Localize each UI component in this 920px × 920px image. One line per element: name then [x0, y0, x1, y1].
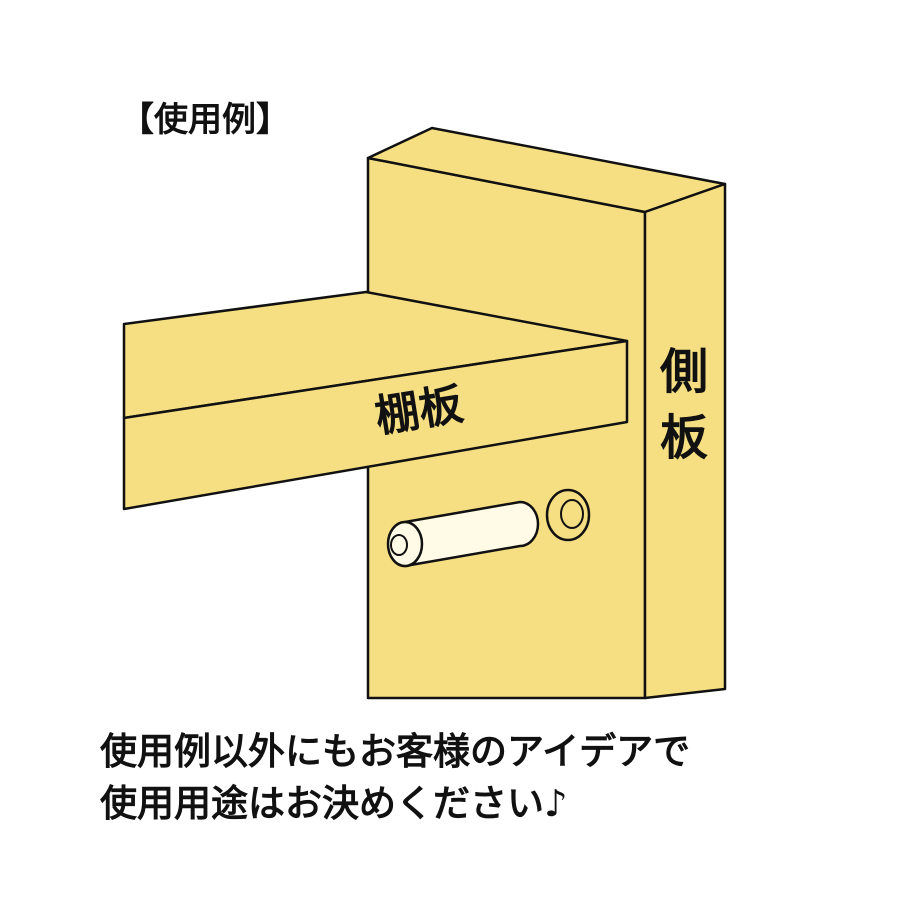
caption-line-1: 使用例以外にもお客様のアイデアで	[100, 730, 691, 773]
caption-line-2: 使用用途はお決めください♪	[100, 782, 568, 825]
page-title: 【使用例】	[120, 100, 290, 140]
shelf-board-front-face	[122, 339, 629, 511]
side-panel-edge-face	[643, 182, 727, 700]
dowel-pin	[386, 500, 540, 568]
side-panel-label-bottom: 板	[660, 410, 708, 466]
usage-caption: 使用例以外にもお客様のアイデアで 使用用途はお決めください♪	[100, 726, 900, 830]
side-panel-label-top: 側	[659, 344, 708, 400]
dowel-hole	[545, 488, 591, 542]
